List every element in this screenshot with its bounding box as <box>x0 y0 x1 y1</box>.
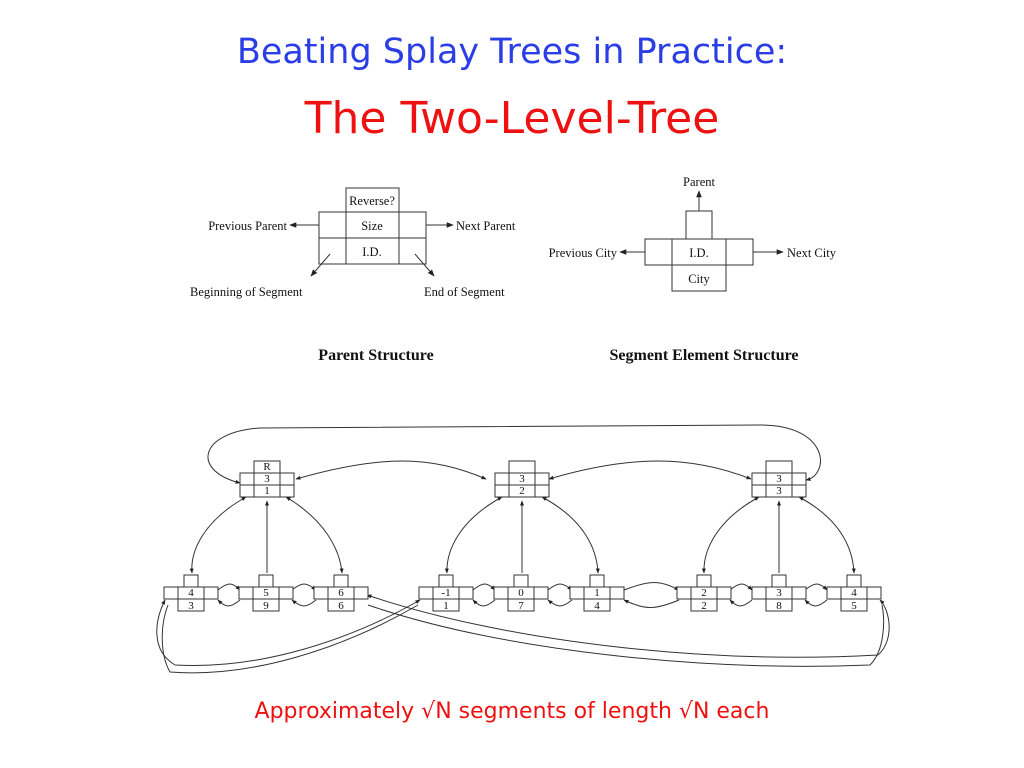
segment-element-node: 45 <box>826 574 882 612</box>
element-id-value: 4 <box>188 587 194 599</box>
element-city-label: City <box>688 272 710 286</box>
element-id-label: I.D. <box>689 246 708 260</box>
previous-city-label: Previous City <box>549 246 618 260</box>
slide-subtitle: The Two-Level-Tree <box>304 93 720 144</box>
parent-id-value: 1 <box>264 485 270 497</box>
element-id-value: 2 <box>701 587 707 599</box>
element-id-value: -1 <box>441 587 450 599</box>
element-id-value: 3 <box>776 587 782 599</box>
segment-element-node: 66 <box>313 574 369 612</box>
parent-size-value: 3 <box>264 473 270 485</box>
element-city-value: 5 <box>851 600 857 612</box>
element-id-value: 5 <box>263 587 269 599</box>
segment-element-node: 43 <box>163 574 219 612</box>
caption: Approximately √N segments of length √N e… <box>254 699 770 724</box>
reverse-label: Reverse? <box>349 194 395 208</box>
element-city-value: 2 <box>701 600 707 612</box>
parent-node: R31 <box>239 460 295 498</box>
parent-node: 32 <box>494 460 550 498</box>
element-city-value: 8 <box>776 600 782 612</box>
element-city-value: 6 <box>338 600 344 612</box>
end-of-segment-label: End of Segment <box>424 285 505 299</box>
segment-element-node: -11 <box>418 574 474 612</box>
element-city-value: 1 <box>443 600 449 612</box>
element-id-value: 0 <box>518 587 524 599</box>
element-city-value: 4 <box>594 600 600 612</box>
parent-structure-diagram: Reverse? Size I.D. Previous Parent Next … <box>190 187 516 364</box>
element-id-value: 6 <box>338 587 344 599</box>
parent-size-value: 3 <box>519 473 525 485</box>
segment-element-node: 59 <box>238 574 294 612</box>
id-label: I.D. <box>362 245 381 259</box>
element-id-value: 4 <box>851 587 857 599</box>
segment-element-node: 14 <box>569 574 625 612</box>
segment-element-node: 38 <box>751 574 807 612</box>
element-city-value: 7 <box>518 600 524 612</box>
element-city-value: 9 <box>263 600 269 612</box>
element-id-value: 1 <box>594 587 600 599</box>
parent-label: Parent <box>683 175 715 189</box>
element-city-value: 3 <box>188 600 194 612</box>
slide-title: Beating Splay Trees in Practice: <box>236 32 788 72</box>
segment-element-caption: Segment Element Structure <box>610 347 799 364</box>
parent-reverse-value: R <box>263 461 271 473</box>
previous-parent-label: Previous Parent <box>208 219 287 233</box>
segment-element-node: 07 <box>493 574 549 612</box>
beginning-of-segment-label: Beginning of Segment <box>190 285 303 299</box>
segment-element-structure-diagram: Parent I.D. City Previous City Next City… <box>549 175 837 364</box>
next-city-label: Next City <box>787 246 837 260</box>
parent-structure-caption: Parent Structure <box>318 347 433 364</box>
parent-node: 33 <box>751 460 807 498</box>
parent-id-value: 2 <box>519 485 525 497</box>
segment-element-node: 22 <box>676 574 732 612</box>
element-city-field <box>671 264 727 292</box>
parent-id-value: 3 <box>776 485 782 497</box>
next-parent-label: Next Parent <box>456 219 516 233</box>
element-id-field <box>671 238 727 266</box>
parent-size-value: 3 <box>776 473 782 485</box>
size-label: Size <box>361 219 383 233</box>
